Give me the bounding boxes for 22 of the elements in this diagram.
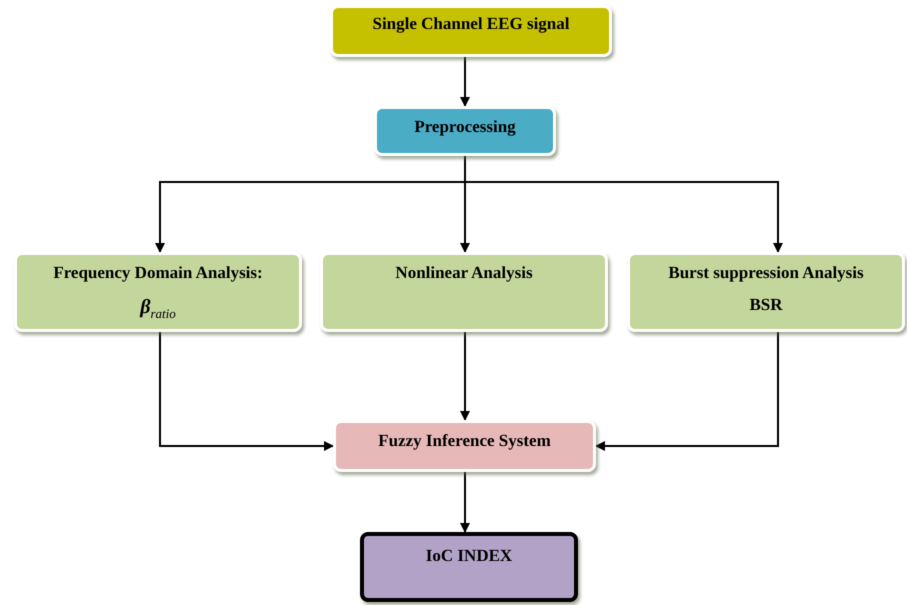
box-label: BSR	[749, 295, 783, 316]
box-label: Single Channel EEG signal	[372, 14, 570, 34]
box-label: Fuzzy Inference System	[378, 431, 551, 452]
process-box	[627, 252, 905, 332]
process-box	[14, 252, 302, 332]
process-box	[374, 106, 556, 156]
box-label: Nonlinear Analysis	[395, 263, 533, 284]
process-box	[360, 532, 578, 602]
arrow	[595, 332, 779, 451]
box-label: β$_{ratio}$	[140, 295, 176, 322]
box-label: IoC INDEX	[426, 546, 512, 566]
arrow	[460, 472, 470, 533]
process-box	[330, 5, 612, 57]
process-box	[333, 420, 596, 472]
arrow	[464, 156, 783, 253]
arrow	[460, 332, 470, 421]
box-label: Preprocessing	[414, 117, 516, 138]
box-label: Frequency Domain Analysis:	[53, 263, 263, 284]
box-label: Burst suppression Analysis	[668, 263, 864, 284]
arrow	[460, 57, 470, 107]
arrow	[159, 332, 334, 451]
process-box	[320, 252, 608, 332]
